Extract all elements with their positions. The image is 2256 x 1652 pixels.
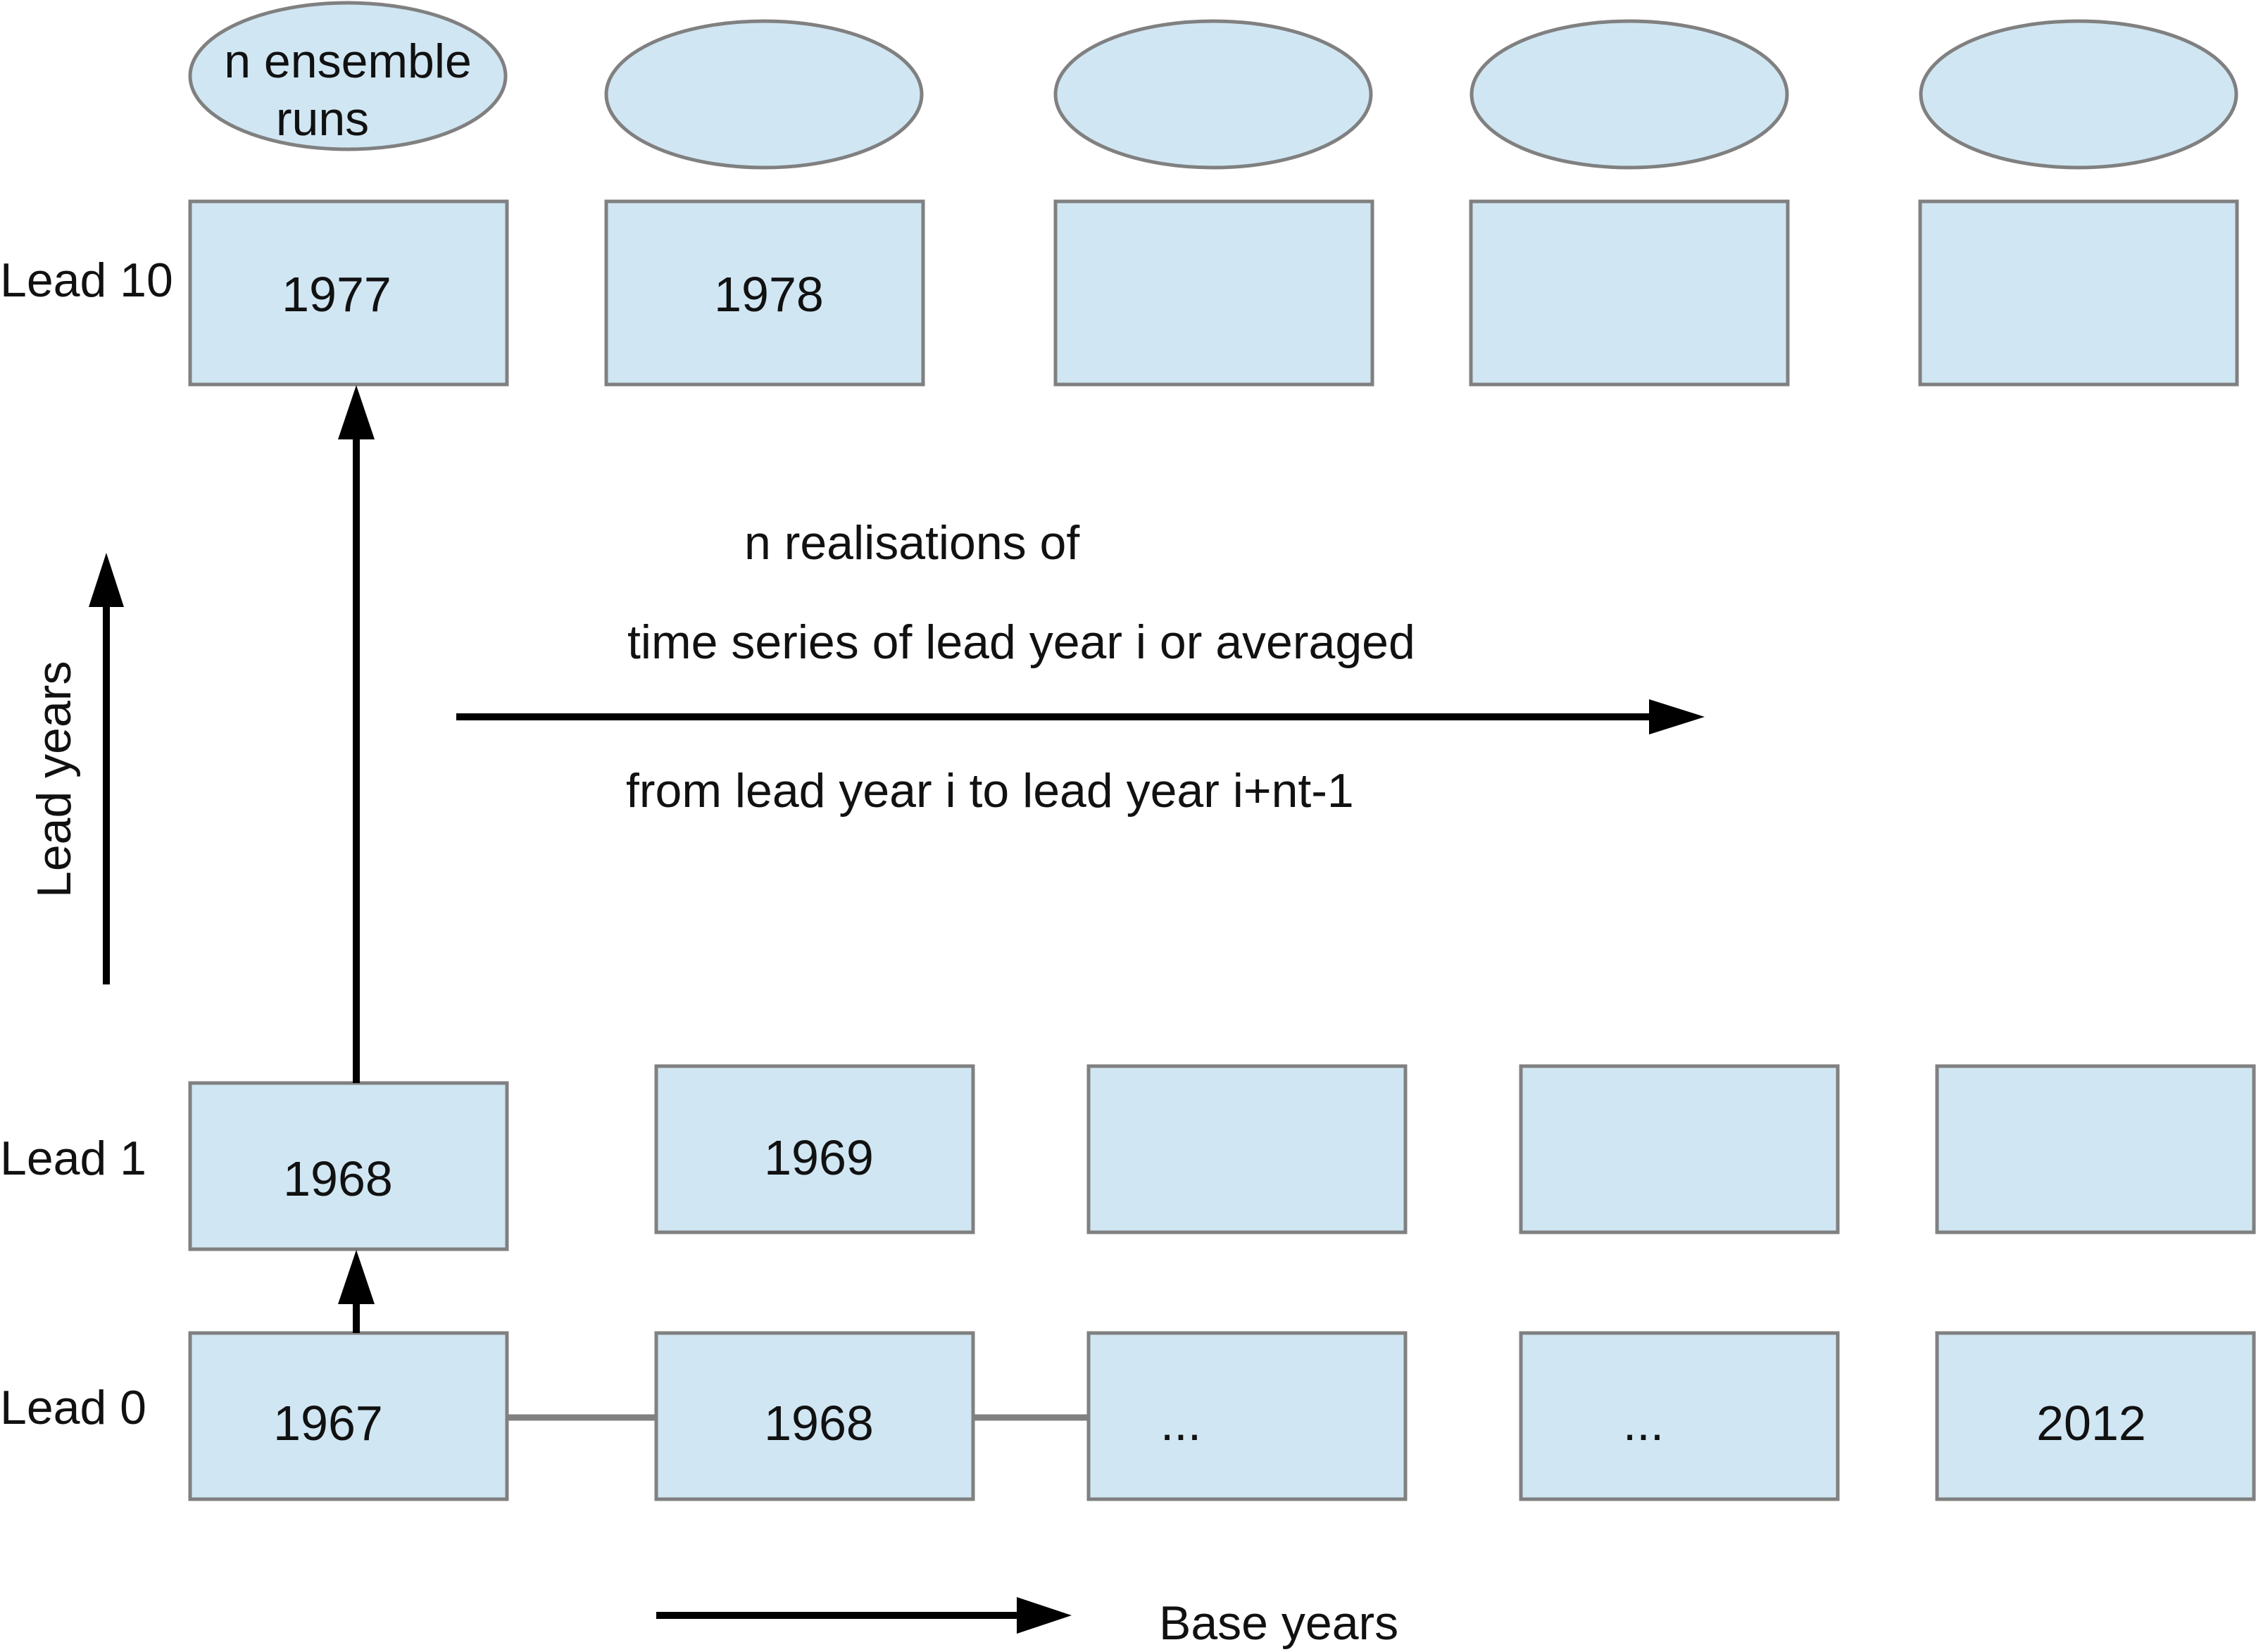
realisations-line1: n realisations of — [744, 516, 1079, 570]
base-years-label: Base years — [1159, 1596, 1398, 1650]
ensemble-ellipse — [1919, 19, 2238, 170]
lead-years-label: Lead years — [27, 661, 81, 898]
lead0-value: 1968 — [764, 1396, 874, 1451]
row-label-lead1: Lead 1 — [0, 1132, 146, 1185]
lead10-value: 1978 — [714, 267, 824, 322]
lead-years-arrow-head — [89, 553, 124, 607]
lead10-box — [188, 199, 509, 387]
lead0-value: ... — [1160, 1396, 1201, 1451]
realisations-arrow-head — [1649, 699, 1705, 734]
lead0-box — [1935, 1331, 2256, 1501]
lead10-box — [604, 199, 925, 387]
ensemble-ellipse — [188, 1, 508, 151]
lead0-value: 1967 — [273, 1396, 383, 1451]
ensemble-ellipse — [1053, 19, 1373, 170]
realisations-line2: time series of lead year i or averaged — [627, 615, 1415, 669]
realisations-line3: from lead year i to lead year i+nt-1 — [626, 764, 1354, 818]
ensemble-ellipse — [1469, 19, 1789, 170]
lead0-value: 2012 — [2036, 1396, 2146, 1451]
lead1-box — [1086, 1064, 1408, 1234]
row-label-lead0: Lead 0 — [0, 1381, 146, 1434]
arrow-lead1-to-lead10-head — [338, 385, 375, 439]
lead1-value: 1969 — [764, 1130, 874, 1185]
ensemble-label-line1: n ensemble — [224, 35, 472, 88]
arrow-lead0-to-lead1-head — [338, 1250, 375, 1304]
lead0-value: ... — [1623, 1396, 1664, 1451]
lead0-box — [188, 1331, 509, 1501]
ensemble-label-line2: runs — [276, 92, 369, 146]
lead0-box — [1086, 1331, 1408, 1501]
base-years-arrow-head — [1017, 1597, 1072, 1634]
lead10-value: 1977 — [282, 267, 391, 322]
lead1-value: 1968 — [283, 1151, 393, 1206]
lead0-box — [1519, 1331, 1840, 1501]
lead0-box — [654, 1331, 975, 1501]
lead1-box — [188, 1081, 509, 1251]
lead1-box — [654, 1064, 975, 1234]
lead1-box — [1935, 1064, 2256, 1234]
ensemble-ellipse — [604, 19, 924, 170]
lead10-box — [1053, 199, 1374, 387]
lead1-box — [1519, 1064, 1840, 1234]
lead10-box — [1469, 199, 1790, 387]
lead10-box — [1918, 199, 2239, 387]
row-label-lead10: Lead 10 — [0, 254, 173, 307]
